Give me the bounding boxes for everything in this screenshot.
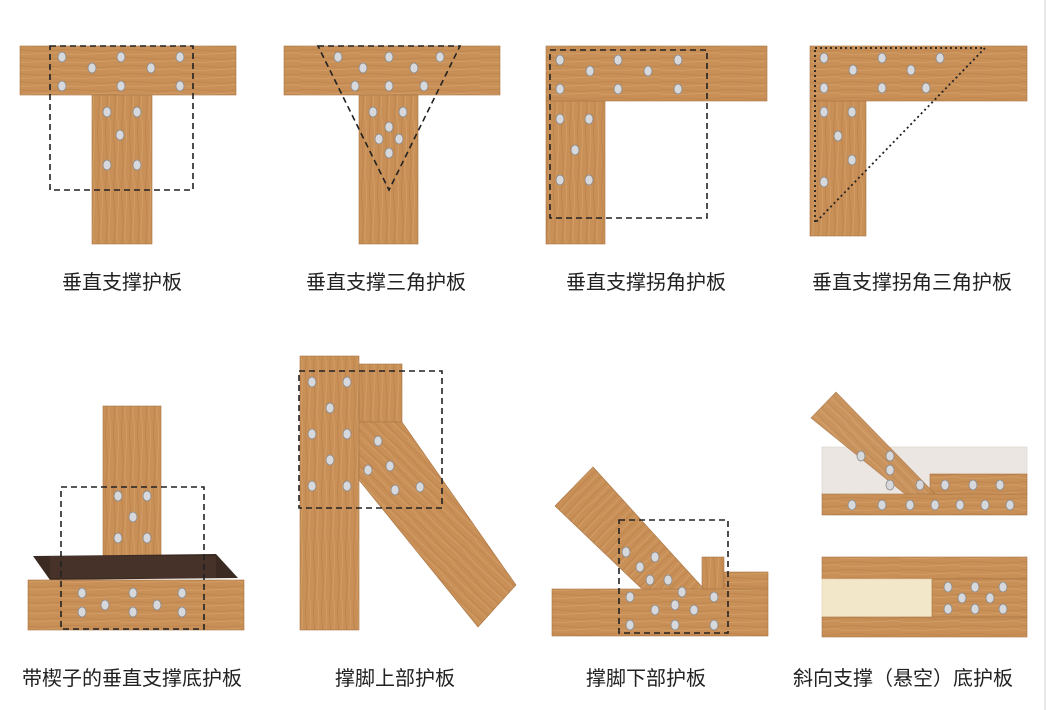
bolt-holes <box>77 490 187 618</box>
caption-vertical-triangle-plate: 垂直支撑三角护板 <box>306 270 466 294</box>
dashed-plate-outline <box>60 486 205 630</box>
bolt-holes <box>819 52 945 188</box>
wood-sill <box>551 588 769 637</box>
panel-strut-top-plate <box>298 355 517 631</box>
panel-wedge-base-plate <box>27 405 245 631</box>
wood-post <box>545 100 606 245</box>
panel-vertical-support-plate <box>19 45 237 245</box>
wood-beam <box>19 45 237 96</box>
wood-post <box>358 94 419 245</box>
wood-post <box>299 355 360 631</box>
dashed-triangle-outline <box>316 45 462 192</box>
wood-post <box>102 405 162 557</box>
caption-strut-top-plate: 撑脚上部护板 <box>335 666 455 690</box>
wood-post <box>91 94 153 245</box>
caption-strut-bottom-plate: 撑脚下部护板 <box>586 666 706 690</box>
caption-diagonal-suspended-plate: 斜向支撑（悬空）底护板 <box>793 666 1013 690</box>
panel-corner-plate <box>545 45 768 245</box>
caption-wedge-base-plate: 带楔子的垂直支撑底护板 <box>22 666 242 690</box>
dotted-triangle-outline <box>814 47 988 226</box>
wood-diagonal-strut <box>554 466 705 590</box>
wood-beam <box>545 45 768 102</box>
bolt-holes <box>333 51 445 159</box>
bolt-holes <box>847 450 1015 511</box>
wood-bottom-rail <box>821 616 1028 638</box>
wedge-shading <box>50 556 216 578</box>
bolt-holes <box>307 376 425 496</box>
wood-sill <box>27 579 245 631</box>
panel-corner-triangle-plate <box>809 45 1028 237</box>
wood-top-rail <box>821 556 1028 580</box>
caption-vertical-support-plate: 垂直支撑护板 <box>62 270 182 294</box>
bolt-holes <box>621 546 719 631</box>
panel-diagonal-suspended-plate <box>810 391 1028 638</box>
caption-corner-triangle-plate: 垂直支撑拐角三角护板 <box>812 270 1012 294</box>
wood-post <box>809 100 867 237</box>
wood-step-block <box>723 571 769 590</box>
caption-corner-plate: 垂直支撑拐角护板 <box>566 270 726 294</box>
cream-filler <box>821 578 933 618</box>
wood-block <box>358 363 403 423</box>
wood-diagonal-strut <box>358 421 517 628</box>
wood-beam <box>809 45 1028 102</box>
panel-vertical-triangle-plate <box>283 45 501 245</box>
wood-step-block <box>701 556 725 590</box>
dashed-plate-outline <box>49 45 194 191</box>
panel-strut-bottom-plate <box>551 466 769 637</box>
bolt-holes <box>555 54 683 186</box>
dashed-plate-outline <box>618 519 729 634</box>
dashed-plate-outline <box>549 49 708 219</box>
bolt-holes <box>57 51 185 171</box>
dashed-plate-outline <box>298 370 443 509</box>
bolt-holes <box>943 581 1008 615</box>
wood-diagonal-brace <box>810 391 936 495</box>
